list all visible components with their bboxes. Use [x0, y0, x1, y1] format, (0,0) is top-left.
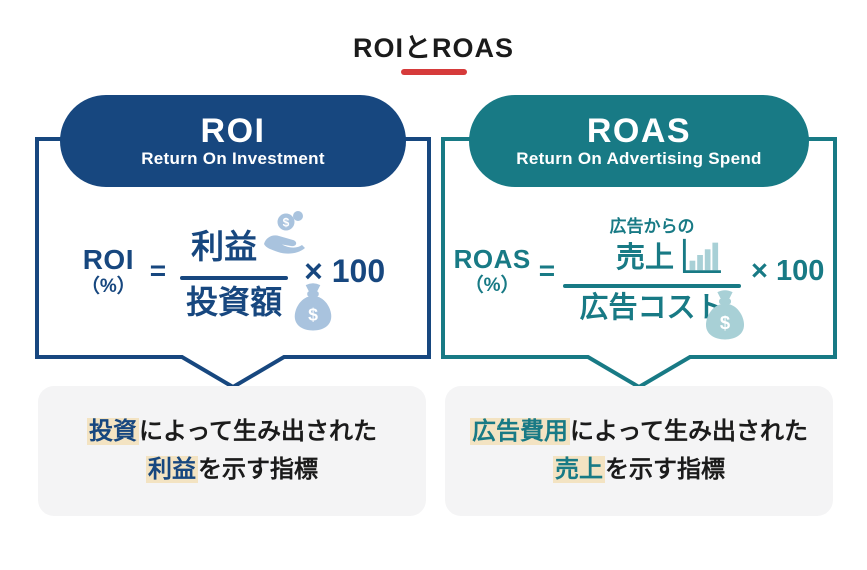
roi-fraction-line: [180, 275, 289, 280]
hand-coin-icon: $: [261, 210, 307, 261]
svg-text:$: $: [283, 215, 290, 229]
roas-description-line1: 広告費用によって生み出された: [469, 413, 809, 451]
roi-badge: ROI Return On Investment: [60, 95, 406, 187]
roas-badge-fullname: Return On Advertising Spend: [516, 149, 762, 169]
roi-card: ROI Return On Investment ROI （%） = 利益 $: [35, 95, 431, 390]
title-underline: [400, 69, 467, 75]
money-bag-icon: $: [703, 290, 747, 345]
roi-formula-lhs: ROI （%）: [81, 244, 136, 298]
roi-badge-abbr: ROI: [200, 111, 266, 150]
roas-description-box: 広告費用によって生み出された 売上を示す指標: [445, 386, 833, 516]
roi-fraction: 利益 $ 投資額: [180, 210, 332, 331]
roas-formula: ROAS （%） = 広告からの 売上: [447, 187, 831, 355]
roas-card: ROAS Return On Advertising Spend ROAS （%…: [441, 95, 837, 390]
roas-badge-abbr: ROAS: [586, 111, 692, 150]
roi-formula: ROI （%） = 利益 $: [41, 187, 425, 355]
roas-badge: ROAS Return On Advertising Spend: [469, 95, 809, 187]
page-title: ROIとROAS: [352, 33, 514, 63]
roas-formula-lhs: ROAS （%）: [453, 244, 531, 297]
roi-keyword-investment: 投資: [86, 417, 139, 445]
roi-equals-sign: =: [149, 255, 167, 286]
roi-line2-rest: を示す指標: [198, 456, 318, 483]
roas-description-line2: 売上を示す指標: [553, 451, 725, 489]
bar-chart-icon: [680, 236, 722, 279]
roi-formula-unit: （%）: [80, 276, 136, 298]
roi-line1-rest: によって生み出された: [138, 417, 378, 445]
roas-multiplier: × 100: [751, 254, 825, 287]
roi-description-line2: 利益を示す指標: [146, 451, 318, 489]
roas-formula-abbr: ROAS: [453, 244, 531, 275]
roi-keyword-profit: 利益: [146, 456, 198, 483]
roi-multiplier: × 100: [304, 252, 386, 289]
roi-description-box: 投資によって生み出された 利益を示す指標: [38, 386, 426, 516]
roas-fraction-line: [563, 283, 742, 288]
roi-denominator-label: 投資額: [186, 283, 283, 320]
roi-numerator-label: 利益: [191, 228, 258, 266]
roas-line1-rest: によって生み出された: [569, 417, 809, 445]
roas-fraction: 広告からの 売上 広告コスト: [563, 217, 745, 340]
roas-formula-unit: （%）: [464, 275, 520, 297]
roas-keyword-ad-cost: 広告費用: [469, 417, 570, 445]
roi-badge-fullname: Return On Investment: [141, 149, 325, 169]
roas-equals-sign: =: [538, 255, 556, 286]
roas-numerator-row: 売上: [616, 238, 721, 281]
roi-formula-abbr: ROI: [82, 243, 134, 275]
roas-keyword-sales: 売上: [553, 456, 605, 483]
roi-description-line1: 投資によって生み出された: [86, 413, 378, 451]
roas-numerator-label: 売上: [616, 242, 675, 275]
roi-card-outline: [35, 137, 431, 390]
roas-line2-rest: を示す指標: [605, 456, 725, 483]
money-bag-icon: $: [292, 283, 334, 336]
roas-denominator-label: 広告コスト: [579, 291, 725, 324]
svg-text:$: $: [720, 312, 731, 333]
svg-text:$: $: [308, 305, 318, 325]
roi-numerator-row: 利益 $: [191, 210, 306, 273]
roas-numerator-prefix: 広告からの: [609, 217, 695, 237]
